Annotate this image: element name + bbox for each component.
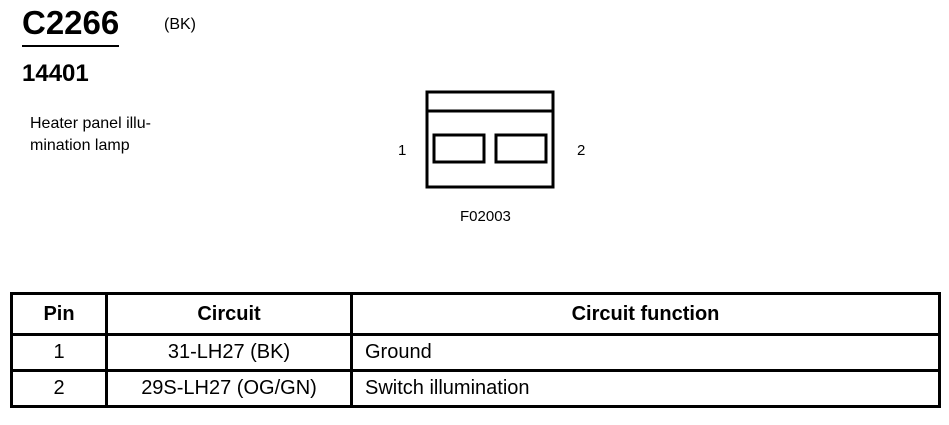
pin-2-label: 2 [577,142,586,159]
table-row: 2 29S-LH27 (OG/GN) Switch illumination [10,369,941,408]
connector-id: C2266 [22,4,120,47]
connector-diagram [425,90,555,189]
header-circuit-function: Circuit function [350,292,941,336]
connector-body [425,90,555,189]
header-pin: Pin [10,292,108,336]
pinout-table: Pin Circuit Circuit function 1 31-LH27 (… [10,292,941,408]
cell-circuit: 29S-LH27 (OG/GN) [105,369,353,408]
cell-pin: 1 [10,333,108,372]
table-row: 1 31-LH27 (BK) Ground [10,333,941,372]
connector-color: (BK) [164,16,196,33]
pin-2-cavity [494,133,548,164]
pin-1-label: 1 [398,142,407,159]
cell-function: Ground [350,333,941,372]
cell-circuit: 31-LH27 (BK) [105,333,353,372]
header-circuit: Circuit [105,292,353,336]
table-header-row: Pin Circuit Circuit function [10,292,941,336]
component-description: Heater panel illu- mination lamp [30,113,180,157]
component-number: 14401 [22,60,89,87]
pin-1-cavity [432,133,486,164]
part-code: F02003 [460,208,511,225]
cell-function: Switch illumination [350,369,941,408]
cell-pin: 2 [10,369,108,408]
description-line: mination lamp [30,137,130,154]
description-line: Heater panel illu- [30,115,151,132]
